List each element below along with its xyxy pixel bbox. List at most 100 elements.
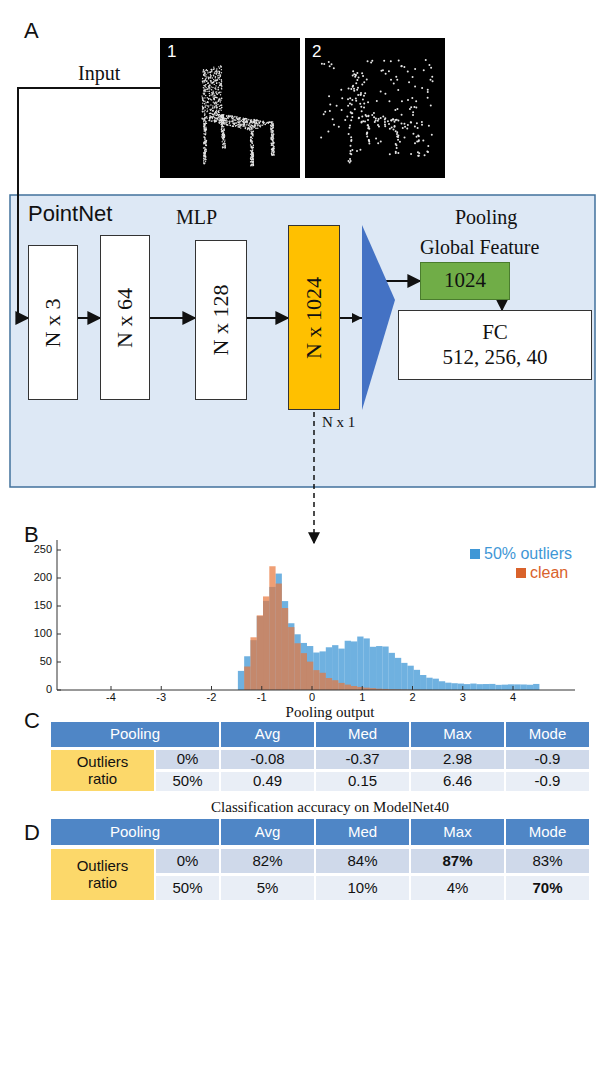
panel-letter: A <box>24 18 39 44</box>
clean-bar <box>250 637 256 690</box>
axis-tick: 100 <box>34 627 52 639</box>
outlier-bar <box>238 671 244 690</box>
outlier-bar <box>364 638 370 690</box>
clean-bar <box>269 566 275 690</box>
table-cell: -0.08 <box>220 749 315 770</box>
outlier-bar <box>502 685 508 690</box>
outlier-bar <box>351 641 357 690</box>
point-cloud-image: 1 <box>160 38 300 178</box>
table-cell: -0.9 <box>505 771 590 792</box>
table-cell: Med <box>315 721 410 748</box>
table-cell: -0.9 <box>505 749 590 770</box>
outlier-bar <box>483 684 489 690</box>
clean-bar <box>345 685 351 690</box>
outlier-bar <box>389 653 395 690</box>
outlier-bar <box>495 685 501 690</box>
outlier-bar <box>282 601 288 690</box>
outlier-bar <box>257 616 263 690</box>
fc-box: FC512, 256, 40 <box>398 310 592 380</box>
table-cell: 50% <box>155 771 220 792</box>
table-cell: Avg <box>220 721 315 748</box>
axis-tick: -4 <box>106 691 116 703</box>
table-cell: 4% <box>410 875 505 901</box>
axis-tick: 0 <box>46 683 52 695</box>
panel-title: PointNet <box>28 201 112 227</box>
layer-box: N x 1024 <box>288 225 340 410</box>
flow-arrow <box>150 317 195 319</box>
clean-bar <box>326 678 332 690</box>
point-cloud-image: 2 <box>305 38 445 178</box>
outlier-bar <box>414 670 420 690</box>
image-number: 2 <box>312 42 321 62</box>
outlier-bar <box>451 683 457 690</box>
table-cell: Outliers ratio <box>50 749 155 792</box>
layer-box: N x 64 <box>100 235 150 400</box>
outlier-bar <box>445 683 451 690</box>
clean-bar <box>338 683 344 690</box>
outlier-bar <box>320 651 326 690</box>
outlier-bar <box>439 681 445 690</box>
table-cell: 87% <box>410 848 505 874</box>
axis-tick: 0 <box>309 691 315 703</box>
outlier-bar <box>382 647 388 690</box>
table-cell: 0% <box>155 848 220 874</box>
flow-arrow <box>247 317 288 319</box>
box-label: 1024 <box>444 268 486 293</box>
axis-tick: 250 <box>34 543 52 555</box>
clean-bar <box>263 596 269 690</box>
clean-bar <box>307 662 313 690</box>
axis-tick: 150 <box>34 599 52 611</box>
table-cell: 10% <box>315 875 410 901</box>
table-cell: 83% <box>505 848 590 874</box>
legend-entry: 50% outliers <box>470 545 572 563</box>
outlier-bar <box>508 684 514 690</box>
clean-bar <box>320 673 326 690</box>
table-cell: Pooling <box>50 818 220 846</box>
table-cell: 6.46 <box>410 771 505 792</box>
box-label: N x 1024 <box>301 277 327 359</box>
table-cell: Max <box>410 721 505 748</box>
outlier-bar <box>307 646 313 690</box>
table-cell: 5% <box>220 875 315 901</box>
stage-label: MLP <box>176 206 217 229</box>
outlier-bar <box>244 656 250 690</box>
box-label: N x 64 <box>112 288 138 348</box>
table-cell: Outliers ratio <box>50 848 155 901</box>
outlier-bar <box>514 684 520 690</box>
table-cell: -0.37 <box>315 749 410 770</box>
outlier-bar <box>464 684 470 690</box>
legend-swatch <box>470 549 480 559</box>
flow-arrow <box>78 317 100 319</box>
outlier-bar <box>288 623 294 690</box>
clean-bar <box>257 615 263 690</box>
outlier-bar <box>401 663 407 690</box>
outlier-bar <box>294 634 300 690</box>
table-cell: Mode <box>505 721 590 748</box>
legend-text: clean <box>530 564 568 582</box>
legend-entry: clean <box>516 564 568 582</box>
layer-box: N x 128 <box>195 240 247 400</box>
axis-tick: 3 <box>460 691 466 703</box>
histogram <box>238 566 546 690</box>
clean-bar <box>288 627 294 690</box>
panel-letter: C <box>24 708 40 734</box>
axis-tick: -3 <box>156 691 166 703</box>
outlier-bar <box>489 684 495 690</box>
outlier-bar <box>407 666 413 690</box>
flow-arrow <box>501 300 503 310</box>
table-cell: Max <box>410 818 505 846</box>
table-cell: 84% <box>315 848 410 874</box>
axis-tick: 50 <box>40 655 52 667</box>
axis-tick: 2 <box>409 691 415 703</box>
outlier-bar <box>313 653 319 690</box>
edge-label: Input <box>78 62 120 85</box>
table-cell: Avg <box>220 818 315 846</box>
outlier-bar <box>533 684 539 690</box>
axis-tick: -2 <box>207 691 217 703</box>
outlier-bar <box>301 643 307 690</box>
legend-text: 50% outliers <box>484 545 572 563</box>
table-title: Pooling output <box>286 704 375 721</box>
box-label: 512, 256, 40 <box>443 345 548 370</box>
pooling-triangle <box>362 225 395 410</box>
